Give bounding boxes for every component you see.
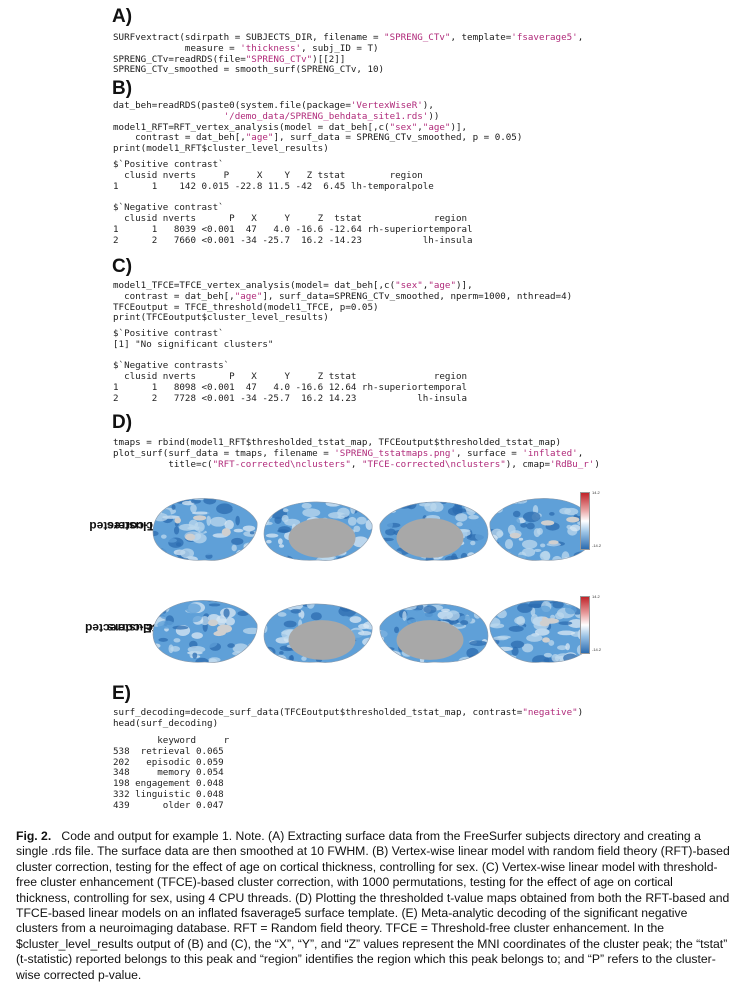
- section-d-code: tmaps = rbind(model1_RFT$thresholded_tst…: [113, 437, 600, 470]
- section-c-label: C): [112, 256, 133, 277]
- tfce-brain-surfaces: [152, 600, 590, 663]
- tfce-colorbar-min: -14.2: [592, 647, 602, 652]
- brain-surface-view: [379, 603, 488, 663]
- figure-caption: Fig. 2. Code and output for example 1. N…: [16, 829, 730, 983]
- section-c-code: model1_TFCE=TFCE_vertex_analysis(model= …: [113, 280, 573, 324]
- rft-colorbar-max: 14.2: [592, 490, 600, 495]
- rft-colorbar-min: -14.2: [592, 543, 602, 548]
- rft-brain-surfaces: [152, 498, 590, 561]
- section-d-label: D): [112, 412, 133, 433]
- caption-text: Code and output for example 1. Note. (A)…: [16, 829, 730, 982]
- section-e-label: E): [112, 683, 131, 704]
- section-b-label: B): [112, 78, 133, 99]
- brain-surface-view: [153, 498, 258, 561]
- section-e-output: keyword r 538 retrieval 0.065 202 episod…: [113, 735, 230, 811]
- section-b-output: $`Positive contrast` clusid nverts P X Y…: [113, 159, 473, 246]
- section-b-code: dat_beh=readRDS(paste0(system.file(packa…: [113, 100, 523, 155]
- tfce-colorbar-max: 14.2: [592, 594, 600, 599]
- figure-label: Fig. 2.: [16, 829, 52, 843]
- rft-colorbar: [580, 492, 590, 550]
- section-e-code: surf_decoding=decode_surf_data(TFCEoutpu…: [113, 707, 584, 729]
- section-a-label: A): [112, 6, 133, 27]
- section-a-code: SURFvextract(sdirpath = SUBJECTS_DIR, fi…: [113, 32, 584, 76]
- section-c-output: $`Positive contrast` [1] "No significant…: [113, 328, 468, 404]
- tfce-colorbar: [580, 596, 590, 654]
